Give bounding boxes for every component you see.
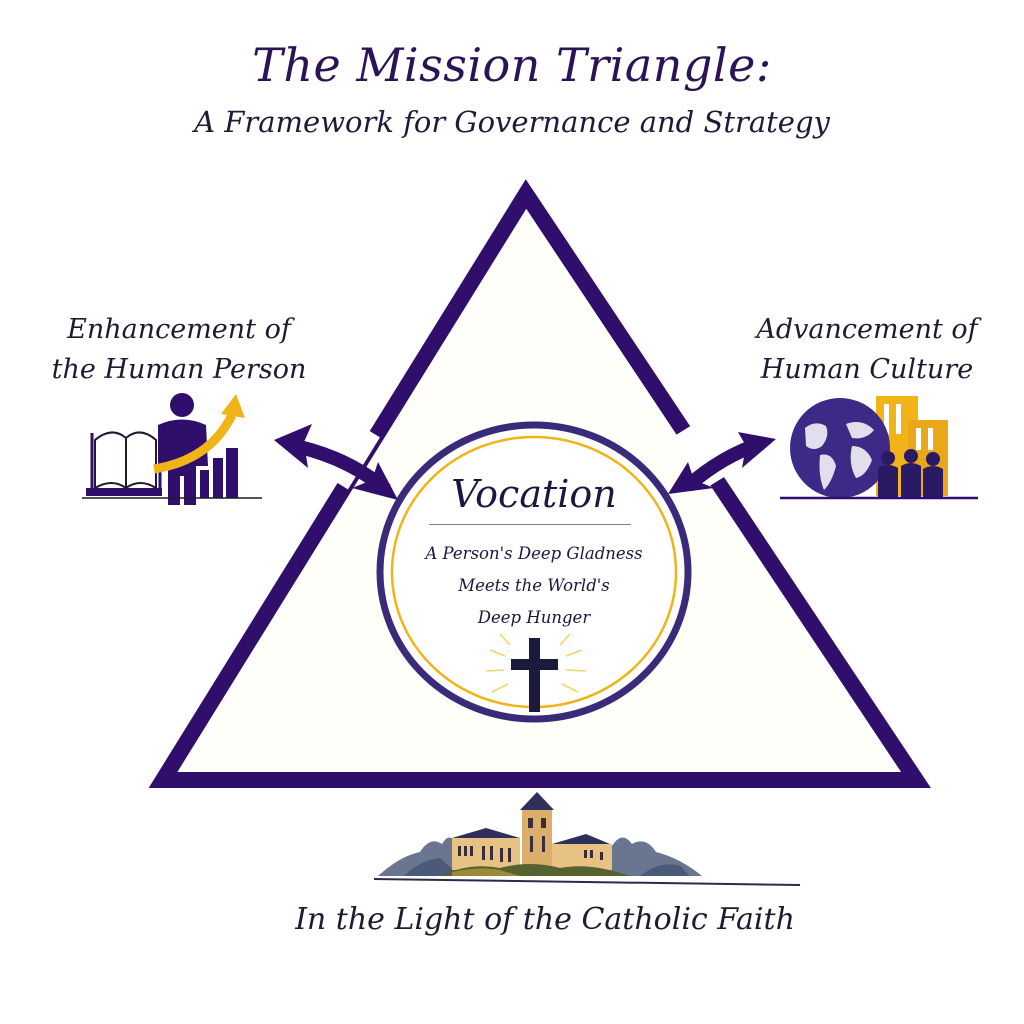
corner-label-right-line1: Advancement of [756,314,978,345]
vocation-divider [429,524,631,525]
right-double-arrow-icon [668,432,776,494]
page-subtitle: A Framework for Governance and Strategy [194,105,830,139]
globe-people-buildings-icon [780,396,978,500]
campus-building-illustration [373,792,801,886]
page-title: The Mission Triangle: [252,38,772,92]
person-growth-book-chart-icon [82,393,262,505]
vocation-description: A Person's Deep Gladness Meets the World… [404,538,664,634]
corner-label-left-line2: the Human Person [51,354,307,385]
left-double-arrow-icon [274,424,398,500]
corner-label-left-line1: Enhancement of [67,314,291,345]
vocation-line-1: A Person's Deep Gladness [425,544,643,563]
vocation-line-2: Meets the World's [458,576,610,595]
vocation-title: Vocation [451,472,617,516]
corner-label-human-person: Enhancement of the Human Person [34,310,324,390]
corner-label-right-line2: Human Culture [760,354,974,385]
corner-label-human-culture: Advancement of Human Culture [732,310,1002,390]
vocation-line-3: Deep Hunger [477,608,591,627]
left-arrow-gap [324,422,380,490]
corner-label-catholic-faith: In the Light of the Catholic Faith [295,902,795,937]
radiant-cross-icon [485,633,587,712]
